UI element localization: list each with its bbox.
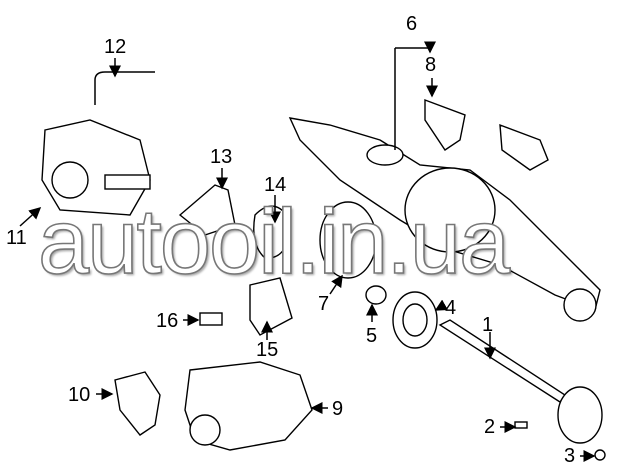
leader-lines xyxy=(19,48,596,462)
callout-9: 9 xyxy=(332,398,344,420)
callout-11: 11 xyxy=(6,227,27,249)
callout-14: 14 xyxy=(264,174,287,196)
callout-10: 10 xyxy=(68,384,91,406)
callout-13: 13 xyxy=(210,146,233,168)
watermark: autooil.in.ua xyxy=(37,191,511,293)
callout-6: 6 xyxy=(406,13,418,35)
part-8-joint xyxy=(424,98,466,151)
part-1-axle-shaft xyxy=(438,319,566,403)
part-7-gasket xyxy=(319,201,377,279)
part-3-nut xyxy=(594,449,606,461)
callout-2: 2 xyxy=(484,416,496,438)
part-2-stud xyxy=(514,421,528,429)
callout-4: 4 xyxy=(445,297,457,319)
callout-7: 7 xyxy=(318,293,330,315)
callout-12: 12 xyxy=(104,36,127,58)
part-12-tube xyxy=(94,71,155,105)
callout-8: 8 xyxy=(425,54,437,76)
callout-3: 3 xyxy=(564,445,576,467)
part-10-bracket xyxy=(114,371,161,436)
part-13-bracket xyxy=(178,184,236,236)
callout-16: 16 xyxy=(156,310,179,332)
callout-1: 1 xyxy=(482,314,494,336)
part-16-sensor xyxy=(199,312,223,326)
callout-15: 15 xyxy=(256,339,279,361)
callout-5: 5 xyxy=(366,325,378,347)
part-15-retainer xyxy=(249,277,293,336)
